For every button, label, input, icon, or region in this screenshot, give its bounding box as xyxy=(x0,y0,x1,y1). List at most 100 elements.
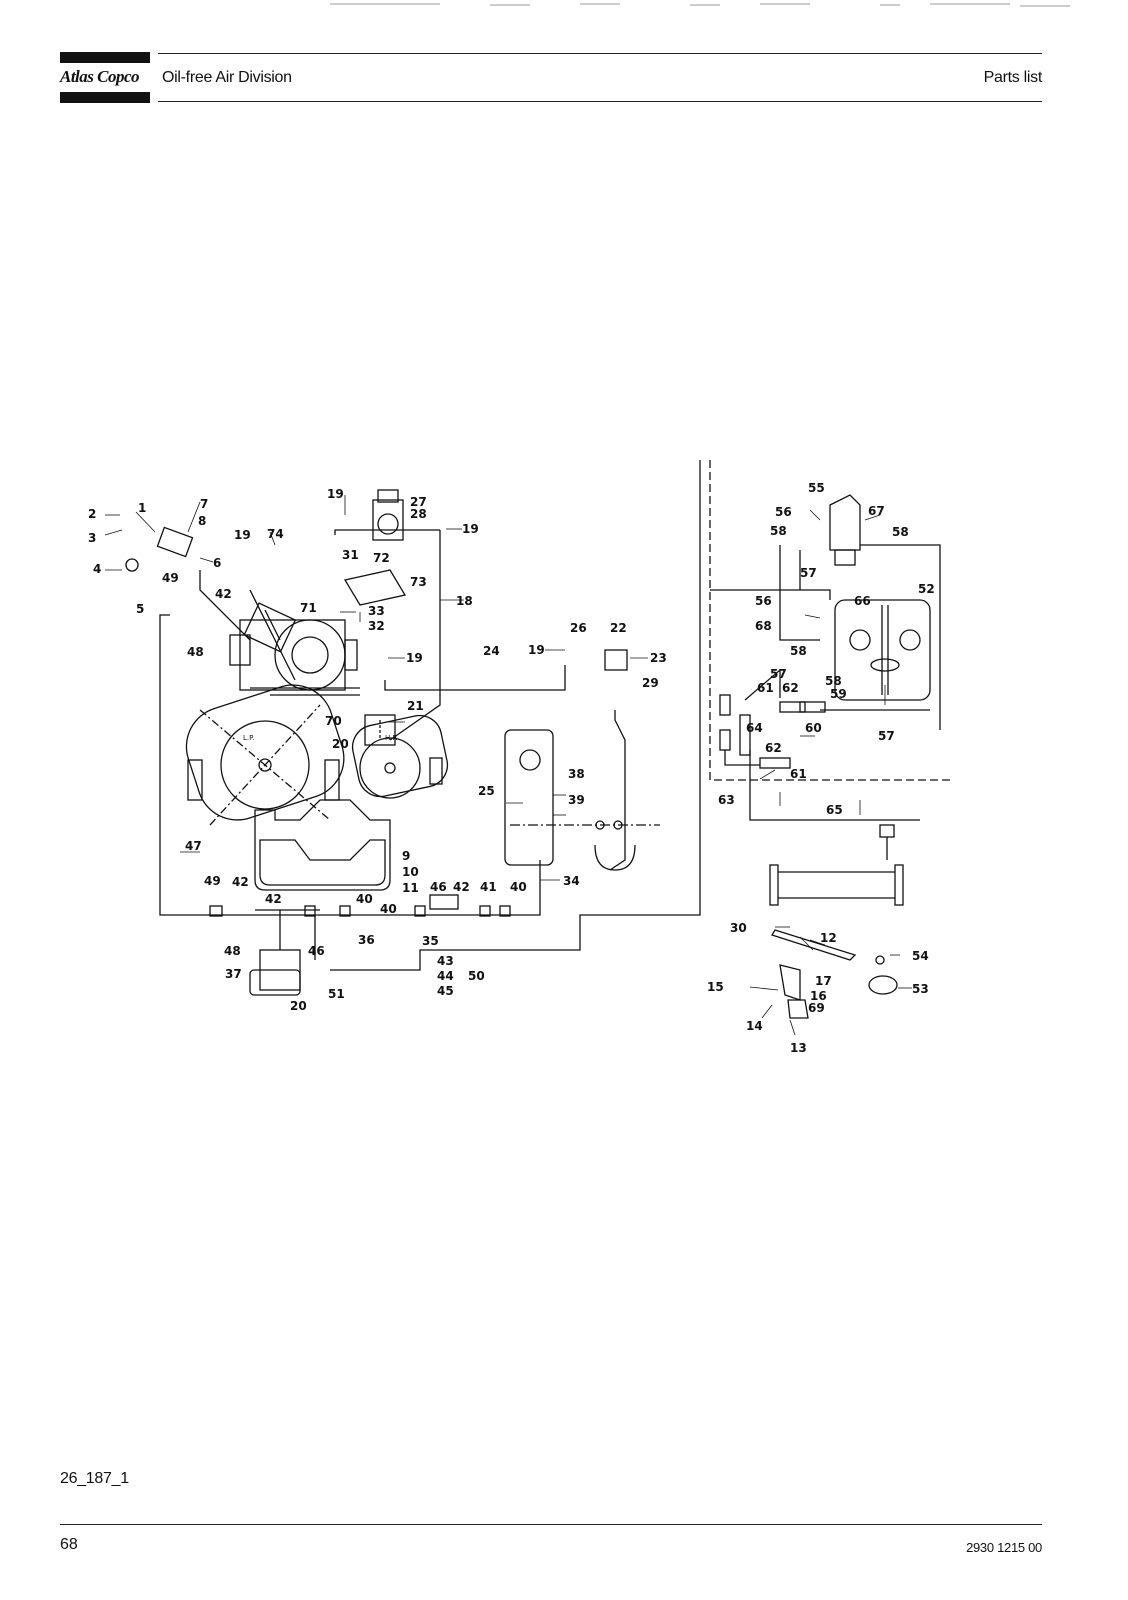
callout-16: 16 xyxy=(810,989,827,1003)
header-rule-top xyxy=(158,53,1042,54)
callout-27: 27 xyxy=(410,495,427,509)
callout-3: 3 xyxy=(88,531,96,545)
page-number: 68 xyxy=(60,1536,78,1553)
callout-41: 41 xyxy=(480,880,497,894)
callout-49b: 49 xyxy=(204,874,221,888)
scan-artifact-lines xyxy=(330,3,1070,7)
callout-71: 71 xyxy=(300,601,317,615)
callout-58c: 58 xyxy=(790,644,807,658)
callout-52: 52 xyxy=(918,582,935,596)
footer-rule xyxy=(60,1524,1042,1525)
parts-exploded-diagram: L.P. H.P. 1 2 3 4 5 6 7 8 9 10 11 12 13 … xyxy=(88,460,950,1055)
callout-19c: 19 xyxy=(462,522,479,536)
callout-61b: 61 xyxy=(790,767,807,781)
callout-5: 5 xyxy=(136,602,144,616)
callout-37: 37 xyxy=(225,967,242,981)
callout-10: 10 xyxy=(402,865,419,879)
callout-38: 38 xyxy=(568,767,585,781)
callout-48a: 48 xyxy=(187,645,204,659)
callout-48b: 48 xyxy=(224,944,241,958)
callout-49a: 49 xyxy=(162,571,179,585)
callout-30: 30 xyxy=(730,921,747,935)
callout-62b: 62 xyxy=(765,741,782,755)
callout-14: 14 xyxy=(746,1019,763,1033)
callout-58b: 58 xyxy=(892,525,909,539)
callout-66: 66 xyxy=(854,594,871,608)
division-title: Oil-free Air Division xyxy=(162,69,292,86)
callout-57c: 57 xyxy=(878,729,895,743)
callout-67: 67 xyxy=(868,504,885,518)
callout-8: 8 xyxy=(198,514,206,528)
callout-numbers: 1 2 3 4 5 6 7 8 9 10 11 12 13 14 15 16 1… xyxy=(88,481,935,1055)
callout-18: 18 xyxy=(456,594,473,608)
callout-7: 7 xyxy=(200,497,208,511)
page-header: Atlas Copco Oil-free Air Division Parts … xyxy=(60,52,1042,104)
callout-56a: 56 xyxy=(775,505,792,519)
hp-cylinder xyxy=(351,714,449,799)
callout-58a: 58 xyxy=(770,524,787,538)
callout-22: 22 xyxy=(610,621,627,635)
brand-logo: Atlas Copco xyxy=(60,67,140,86)
callout-19b: 19 xyxy=(234,528,251,542)
callout-62a: 62 xyxy=(782,681,799,695)
callout-61a: 61 xyxy=(757,681,774,695)
callout-47: 47 xyxy=(185,839,202,853)
callout-4: 4 xyxy=(93,562,101,576)
callout-54: 54 xyxy=(912,949,929,963)
document-number: 2930 1215 00 xyxy=(966,1540,1042,1555)
callout-17: 17 xyxy=(815,974,832,988)
callout-53: 53 xyxy=(912,982,929,996)
callout-1: 1 xyxy=(138,501,146,515)
callout-65: 65 xyxy=(826,803,843,817)
callout-13: 13 xyxy=(790,1041,807,1055)
callout-32: 32 xyxy=(368,619,385,633)
callout-33: 33 xyxy=(368,604,385,618)
callout-57b: 57 xyxy=(770,667,787,681)
callout-15: 15 xyxy=(707,980,724,994)
callout-69: 69 xyxy=(808,1001,825,1015)
callout-23: 23 xyxy=(650,651,667,665)
lp-label: L.P. xyxy=(243,734,254,742)
callout-35: 35 xyxy=(422,934,439,948)
callout-44: 44 xyxy=(437,969,454,983)
callout-45: 45 xyxy=(437,984,454,998)
callout-60: 60 xyxy=(805,721,822,735)
callout-34: 34 xyxy=(563,874,580,888)
callout-36: 36 xyxy=(358,933,375,947)
callout-56b: 56 xyxy=(755,594,772,608)
callout-28: 28 xyxy=(410,507,427,521)
lp-cylinder xyxy=(185,684,345,826)
callout-42a: 42 xyxy=(215,587,232,601)
intercooler-block xyxy=(229,602,360,696)
callout-57a: 57 xyxy=(800,566,817,580)
callout-24: 24 xyxy=(483,644,500,658)
callout-59: 59 xyxy=(830,687,847,701)
callout-63: 63 xyxy=(718,793,735,807)
callout-31: 31 xyxy=(342,548,359,562)
logo-bar-top xyxy=(60,52,150,63)
header-rule-bottom xyxy=(158,101,1042,102)
hp-label: H.P. xyxy=(385,734,398,742)
callout-19a: 19 xyxy=(327,487,344,501)
callout-25: 25 xyxy=(478,784,495,798)
callout-42c: 42 xyxy=(265,892,282,906)
section-title: Parts list xyxy=(983,69,1043,86)
callout-50: 50 xyxy=(468,969,485,983)
callout-40a: 40 xyxy=(356,892,373,906)
callout-20a: 20 xyxy=(332,737,349,751)
callout-42b: 42 xyxy=(232,875,249,889)
callout-58d: 58 xyxy=(825,674,842,688)
callout-19d: 19 xyxy=(406,651,423,665)
callout-21: 21 xyxy=(407,699,424,713)
drawing-id: 26_187_1 xyxy=(60,1470,129,1487)
callout-42d: 42 xyxy=(453,880,470,894)
callout-40c: 40 xyxy=(510,880,527,894)
callout-73: 73 xyxy=(410,575,427,589)
callout-68: 68 xyxy=(755,619,772,633)
callout-72: 72 xyxy=(373,551,390,565)
callout-9: 9 xyxy=(402,849,410,863)
callout-29: 29 xyxy=(642,676,659,690)
callout-43: 43 xyxy=(437,954,454,968)
callout-74: 74 xyxy=(267,527,284,541)
callout-11: 11 xyxy=(402,881,419,895)
